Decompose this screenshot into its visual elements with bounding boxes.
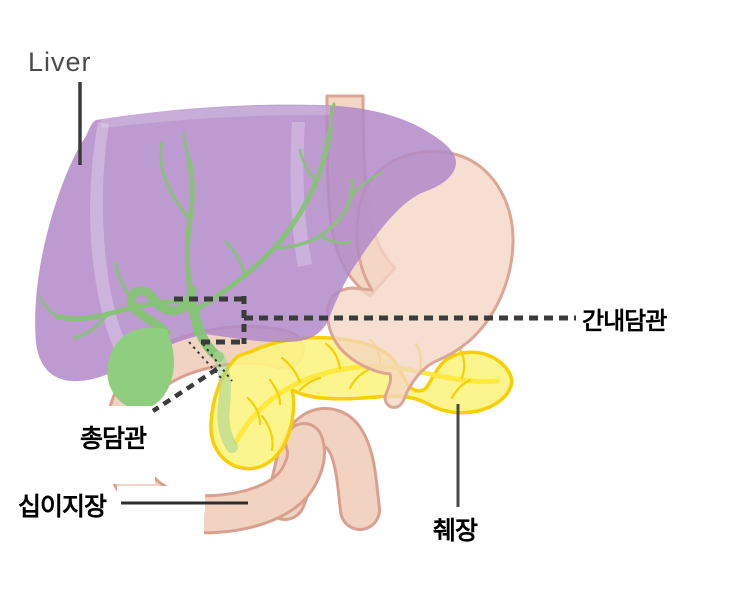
intrahepatic-bile-duct-label: 간내담관 [582,308,667,335]
common-bile-duct-label: 총담관 [80,425,147,453]
label-box-common-bile-duct [23,406,155,484]
pancreatic-duct [233,363,500,445]
hidden-duct-dotted-line [188,341,224,381]
pointer-lines [78,82,576,507]
label-boxes [16,297,715,568]
cystic-duct [127,285,197,338]
pancreas-label: 췌장 [433,517,478,545]
liver-highlight [100,105,330,128]
label-box-pancreas [428,507,573,542]
label-box-intrahepatic-duct [577,297,715,370]
liver-highlight [290,122,312,267]
label-box-duodenum-bottom [16,513,204,568]
duodenum-label: 십이지장 [18,493,107,521]
hidden-duct-dotted-line [202,343,233,382]
common-bile-duct-pointer [151,367,219,413]
pancreas-shape [209,335,514,471]
label-box-duodenum-right [117,486,205,513]
gallbladder-shape [107,327,174,410]
liver-highlight [90,122,129,356]
liver-label: Liver [28,47,92,77]
